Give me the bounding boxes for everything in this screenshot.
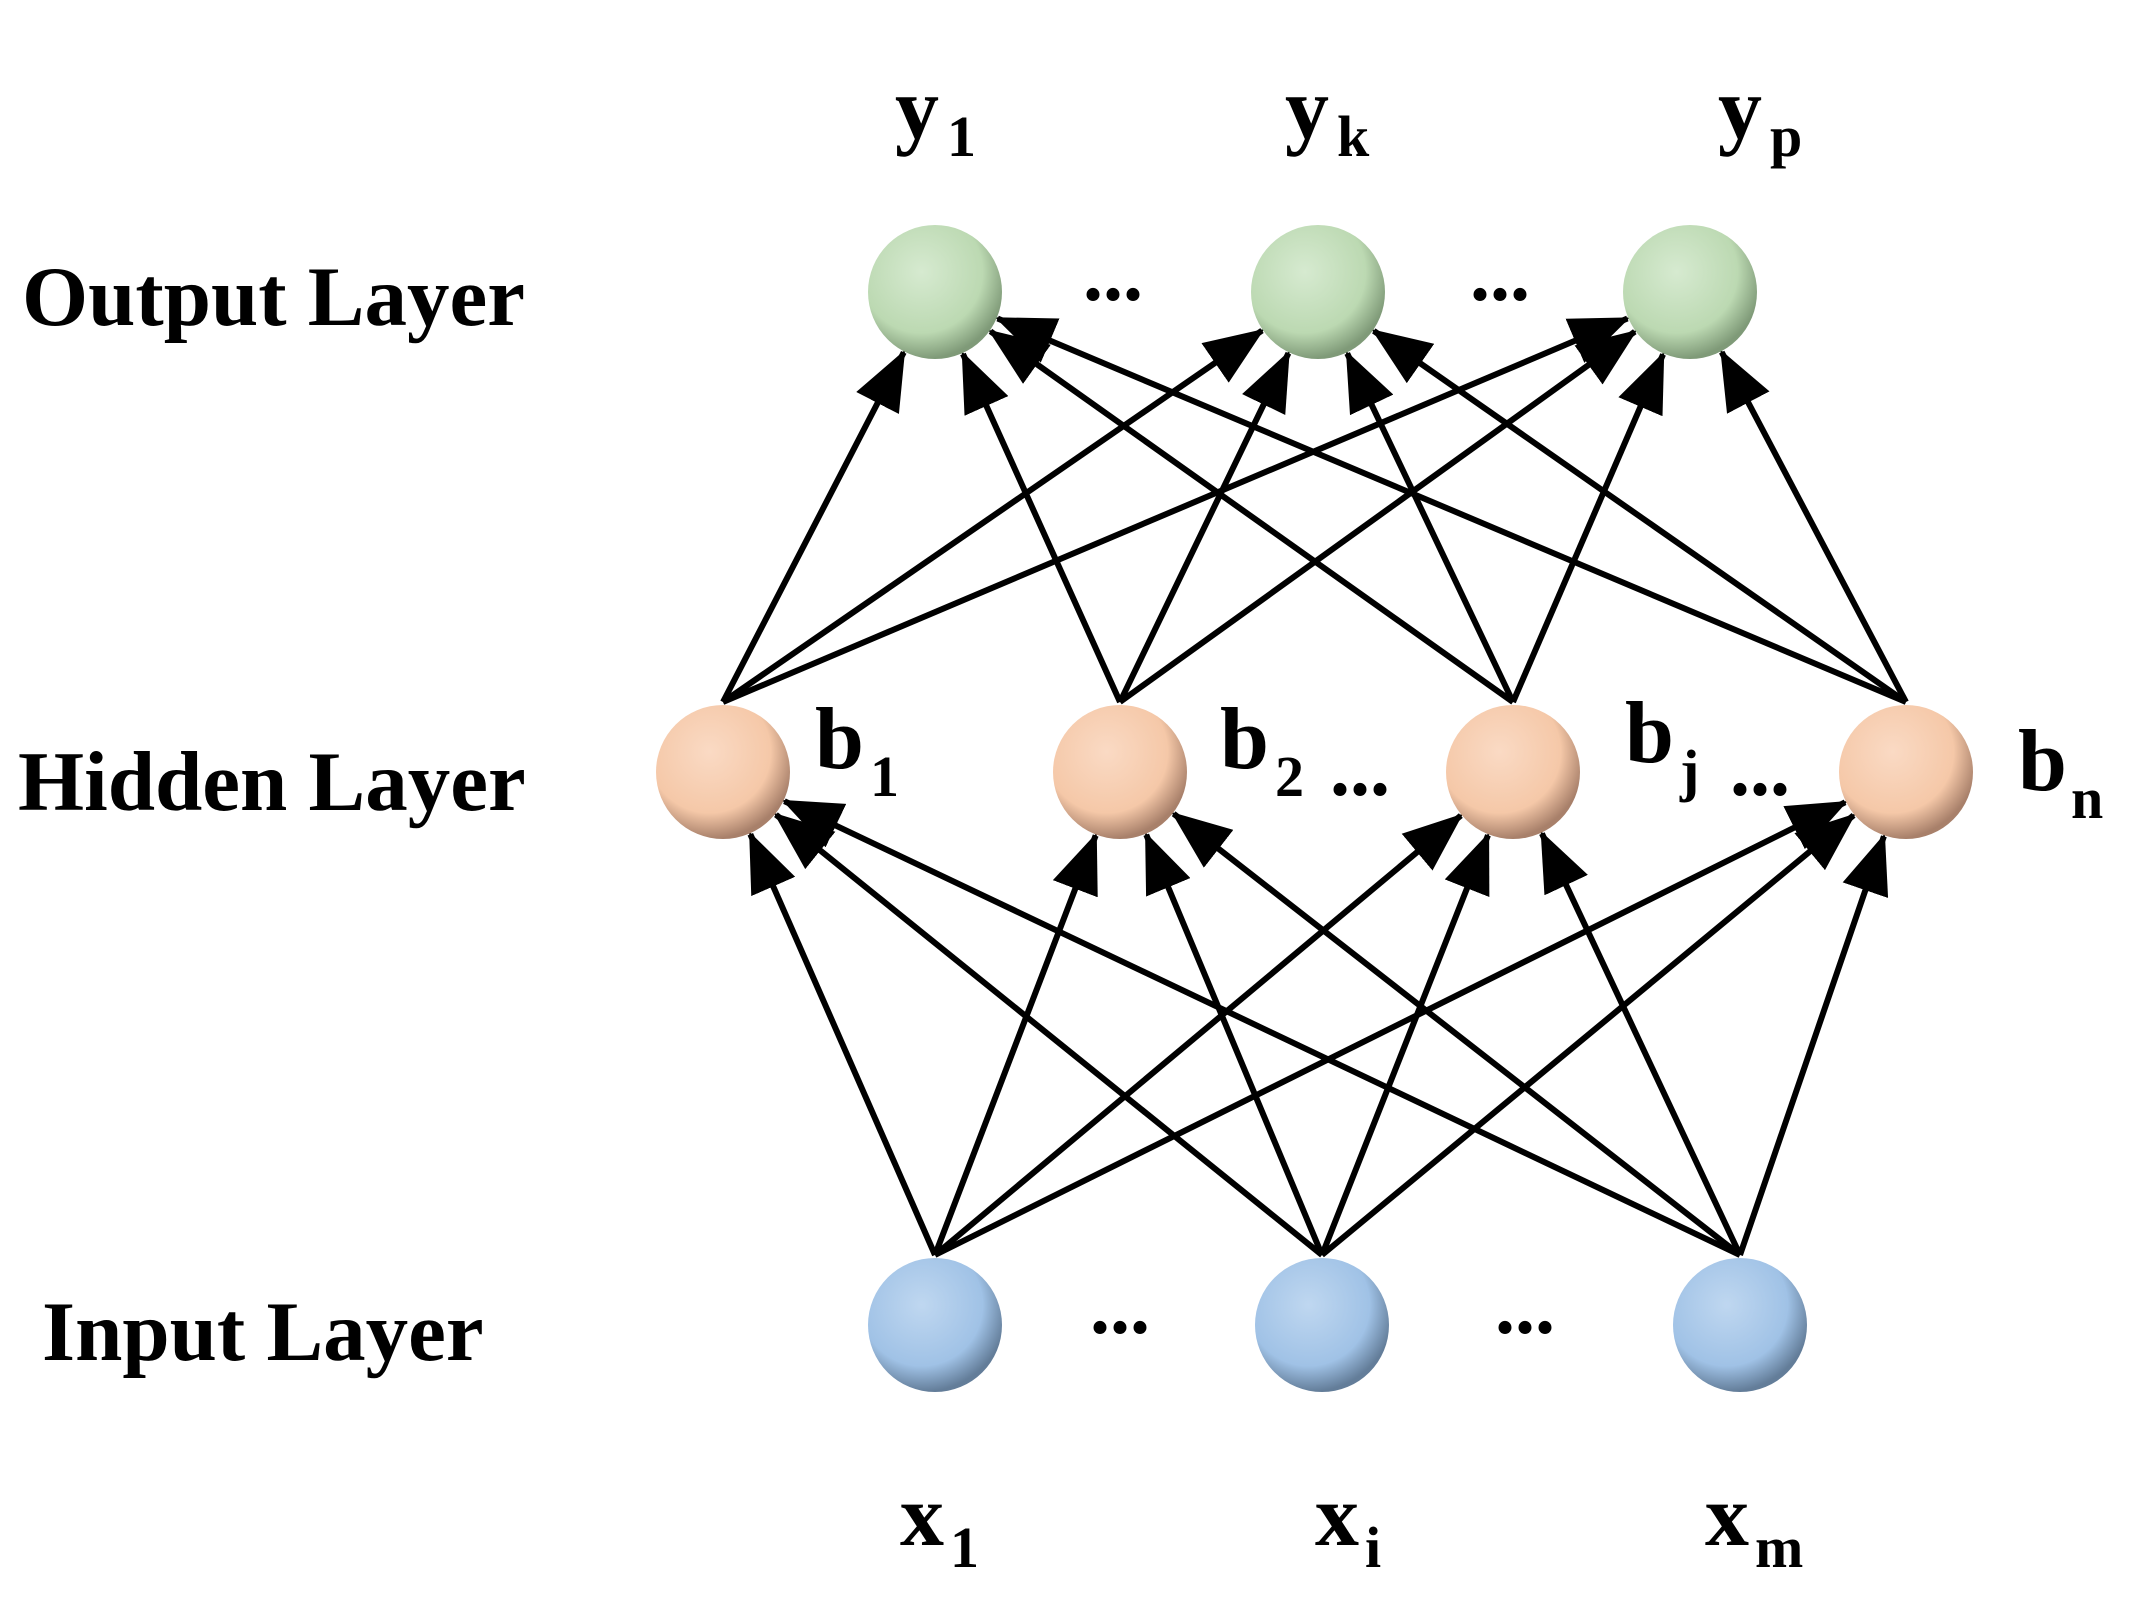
- output-ellipsis-1: ...: [1083, 230, 1143, 318]
- hidden-ellipsis-1: ...: [1330, 725, 1390, 813]
- input-ellipsis-2: ...: [1495, 1263, 1555, 1351]
- edge-4: [773, 812, 1324, 1258]
- hidden-node-j: [1446, 705, 1580, 839]
- input-layer-label: Input Layer: [42, 1285, 484, 1379]
- output-node-1: [868, 225, 1002, 359]
- hidden-layer-label: Hidden Layer: [18, 735, 526, 829]
- edge-20: [1510, 351, 1666, 704]
- edge-21: [994, 315, 1908, 705]
- edge-22: [1371, 328, 1908, 705]
- input-node-i: [1255, 1258, 1389, 1392]
- edge-1: [932, 832, 1099, 1257]
- edge-17: [1118, 329, 1638, 705]
- edge-6: [1319, 832, 1491, 1257]
- hidden-node-n: [1839, 705, 1973, 839]
- edge-11: [1737, 833, 1889, 1256]
- hidden-node-1: [656, 705, 790, 839]
- edge-9: [1171, 811, 1742, 1258]
- edge-0: [747, 831, 938, 1257]
- output-node-p: [1623, 225, 1757, 359]
- output-ellipsis-2: ...: [1470, 230, 1530, 318]
- hidden-ellipsis-2: ...: [1730, 725, 1790, 813]
- edge-13: [721, 328, 1265, 705]
- hidden-label-bn: bn: [2018, 713, 2103, 831]
- edge-3: [933, 799, 1848, 1258]
- edge-12: [720, 349, 907, 704]
- edge-16: [1117, 350, 1292, 704]
- output-node-k: [1251, 225, 1385, 359]
- output-layer-label: Output Layer: [22, 250, 525, 344]
- connection-edges: [720, 315, 1909, 1258]
- hidden-node-2: [1053, 705, 1187, 839]
- edge-18: [988, 328, 1515, 705]
- edge-7: [1320, 813, 1856, 1258]
- input-node-m: [1673, 1258, 1807, 1392]
- edge-19: [1344, 350, 1516, 704]
- input-ellipsis-1: ...: [1090, 1263, 1150, 1351]
- edge-2: [933, 813, 1464, 1258]
- edge-10: [1539, 830, 1743, 1257]
- edge-14: [721, 315, 1631, 705]
- edge-5: [1143, 831, 1325, 1257]
- edge-23: [1719, 349, 1909, 704]
- edge-15: [960, 351, 1123, 704]
- input-node-1: [868, 1258, 1002, 1392]
- edge-8: [781, 798, 1742, 1258]
